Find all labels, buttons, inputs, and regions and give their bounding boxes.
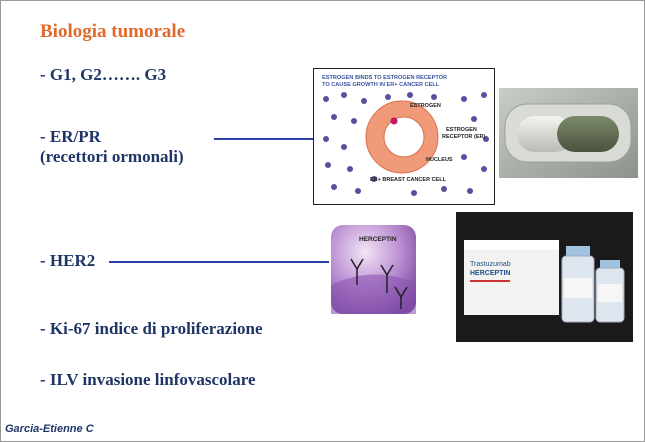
label-nucleus: NUCLEUS	[426, 157, 453, 163]
bullet-er-pr: - ER/PR	[40, 127, 101, 146]
er-connector-line	[214, 138, 321, 140]
bullet-er-pr-subtitle: (recettori ormonali)	[40, 147, 184, 166]
her2-connector-line	[109, 261, 329, 263]
box-line1: Trastuzumab	[470, 261, 511, 268]
estrogen-receptor-diagram: ESTROGEN BINDS TO ESTROGEN RECEPTOR TO C…	[313, 68, 495, 205]
estrogen-caption-line1: ESTROGEN BINDS TO ESTROGEN RECEPTOR	[322, 75, 447, 81]
box-line2: HERCEPTIN	[470, 270, 510, 277]
estrogen-caption-line2: TO CAUSE GROWTH IN ER+ CANCER CELL	[322, 82, 440, 88]
bullet-ki67: - Ki-67 indice di proliferazione	[40, 319, 263, 338]
bullet-her2: - HER2	[40, 251, 96, 270]
footer-author: Garcia-Etienne C	[5, 423, 94, 435]
bullet-grade: - G1, G2……. G3	[40, 65, 167, 84]
label-estrogen: ESTROGEN	[410, 103, 441, 109]
bullet-ilv: - ILV invasione linfovascolare	[40, 370, 256, 389]
slide-title: Biologia tumorale	[40, 21, 186, 42]
estrogen-molecules	[323, 92, 489, 196]
herceptin-diagram: HERCEPTIN	[331, 225, 416, 314]
label-cell: ER+ BREAST CANCER CELL	[370, 177, 447, 183]
label-receptor-2: RECEPTOR (ER)	[442, 134, 485, 140]
herceptin-product-photo: Trastuzumab HERCEPTIN	[456, 212, 633, 342]
label-receptor-1: ESTROGEN	[446, 127, 477, 133]
capsule-photo	[499, 88, 638, 178]
label-herceptin: HERCEPTIN	[359, 236, 397, 243]
